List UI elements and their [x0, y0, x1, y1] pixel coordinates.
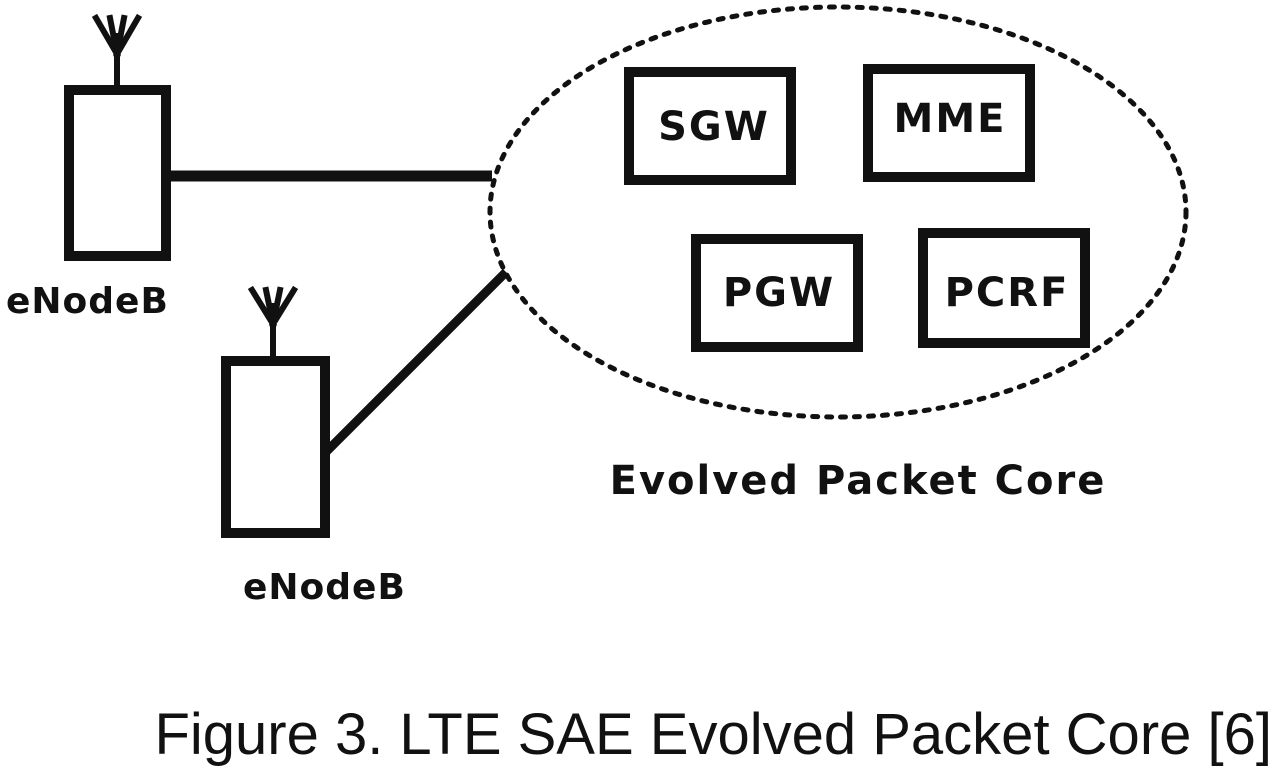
link-enodeb-bottom-to-epc: [322, 268, 510, 456]
enodeb-bottom-box: [221, 356, 330, 538]
pgw-box: [691, 234, 863, 352]
antenna-icon: [91, 13, 143, 91]
enodeb-bottom-label: eNodeB: [243, 567, 406, 608]
figure-caption: Figure 3. LTE SAE Evolved Packet Core [6…: [154, 702, 1272, 767]
pgw-label: PGW: [723, 270, 835, 316]
pgw-node: PGW: [691, 234, 863, 352]
pcrf-node: PCRF: [918, 228, 1090, 348]
sgw-box: [624, 67, 796, 185]
enodeb-top: eNodeB: [6, 13, 171, 322]
enodeb-top-box: [64, 85, 171, 261]
enodeb-top-label: eNodeB: [6, 281, 169, 322]
sgw-node: SGW: [624, 67, 796, 185]
pcrf-label: PCRF: [945, 270, 1070, 316]
antenna-icon: [247, 285, 299, 361]
sgw-label: SGW: [658, 104, 770, 150]
epc-boundary: [487, 4, 1189, 420]
enodeb-bottom: eNodeB: [221, 285, 406, 608]
mme-node: MME: [863, 64, 1035, 182]
epc-label: Evolved Packet Core: [610, 458, 1107, 504]
mme-label: MME: [894, 96, 1007, 142]
mme-box: [863, 64, 1035, 182]
pcrf-box: [918, 228, 1090, 348]
